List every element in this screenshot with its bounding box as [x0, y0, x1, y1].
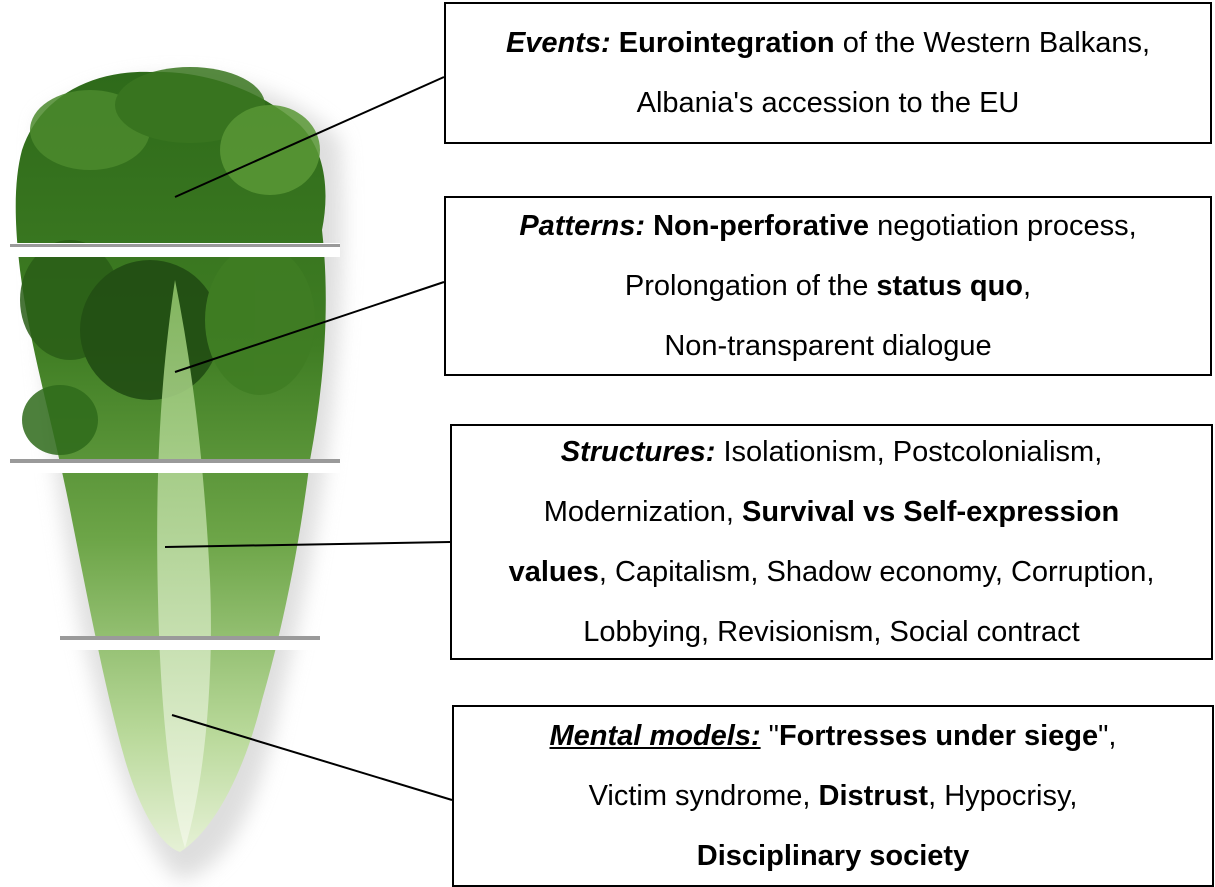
connector-structures	[164, 541, 451, 548]
events-text: Eurointegration	[618, 27, 835, 59]
lettuce-illustration	[10, 67, 343, 881]
patterns-line: Patterns: Non-perforative negotiation pr…	[519, 196, 1136, 256]
events-line: Albania's accession to the EU	[637, 73, 1020, 133]
structures-text: Survival vs Self-expression	[742, 496, 1120, 528]
structures-text: Modernization,	[543, 496, 743, 528]
mental-models-box: Mental models: "Fortresses under siege",…	[452, 705, 1214, 887]
patterns-text: Non-perforative	[653, 210, 870, 242]
connector-mental	[171, 714, 453, 801]
mental-text: , Hypocrisy,	[928, 780, 1078, 812]
events-text: of the Western Balkans,	[834, 27, 1151, 59]
mental-label: Mental models:	[549, 720, 761, 752]
structures-line: Modernization, Survival vs Self-expressi…	[544, 482, 1119, 542]
structures-line: values, Capitalism, Shadow economy, Corr…	[509, 542, 1155, 602]
mental-line: Disciplinary society	[697, 826, 969, 886]
mental-text: ",	[1098, 720, 1117, 752]
patterns-text: Non-transparent dialogue	[664, 330, 992, 362]
structures-text: , Capitalism, Shadow economy, Corruption…	[598, 556, 1155, 588]
patterns-text: status quo	[876, 270, 1024, 302]
mental-text: Distrust	[818, 780, 929, 812]
patterns-text: negotiation process,	[869, 210, 1137, 242]
events-box: Events: Eurointegration of the Western B…	[444, 2, 1212, 144]
mental-line: Victim syndrome, Distrust, Hypocrisy,	[589, 766, 1078, 826]
patterns-box: Patterns: Non-perforative negotiation pr…	[444, 196, 1212, 376]
structures-text: values	[508, 556, 599, 588]
mental-text: Fortresses under siege	[778, 720, 1099, 752]
mental-text: Victim syndrome,	[588, 780, 819, 812]
events-label: Events:	[505, 27, 611, 59]
patterns-line: Prolongation of the status quo,	[625, 256, 1031, 316]
structures-label: Structures:	[560, 436, 716, 468]
structures-text: Isolationism, Postcolonialism,	[715, 436, 1103, 468]
mental-text: Disciplinary society	[696, 840, 970, 872]
events-text: Albania's accession to the EU	[636, 87, 1020, 119]
patterns-text: ,	[1023, 270, 1032, 302]
structures-box: Structures: Isolationism, Postcolonialis…	[450, 424, 1213, 660]
connector-patterns	[174, 281, 445, 373]
patterns-text: Prolongation of the	[624, 270, 877, 302]
lettuce-rib	[157, 280, 211, 848]
structures-line: Lobbying, Revisionism, Social contract	[583, 602, 1079, 662]
patterns-label: Patterns:	[519, 210, 646, 242]
patterns-line: Non-transparent dialogue	[664, 316, 991, 376]
events-line: Events: Eurointegration of the Western B…	[506, 13, 1150, 73]
slice-gaps	[10, 243, 340, 650]
mental-text: "	[760, 720, 779, 752]
mental-line: Mental models: "Fortresses under siege",	[550, 706, 1117, 766]
structures-text: Lobbying, Revisionism, Social contract	[583, 616, 1080, 648]
structures-line: Structures: Isolationism, Postcolonialis…	[561, 422, 1103, 482]
connector-events	[174, 76, 445, 198]
